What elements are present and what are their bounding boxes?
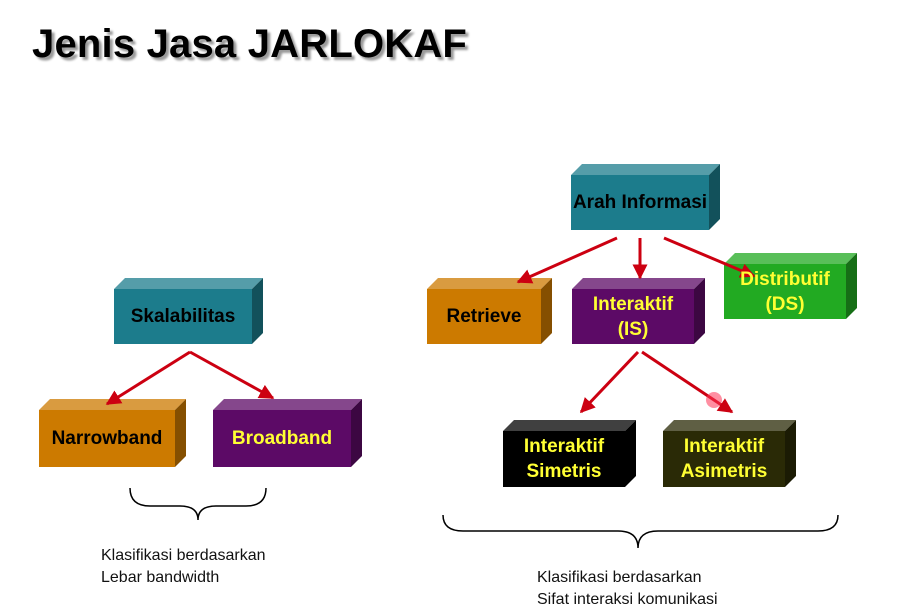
arrow-arah-retrieve	[516, 236, 618, 284]
arrow-skalabilitas-narrowband	[105, 350, 191, 406]
box-side-face	[351, 399, 362, 467]
arrow-arah-distributif	[663, 236, 756, 278]
box-front-face	[503, 431, 625, 487]
box-distributif-ds	[724, 253, 857, 319]
arrow-skalabilitas-broadband	[189, 350, 275, 400]
caption-bandwidth: Klasifikasi berdasarkan Lebar bandwidth	[101, 547, 266, 586]
box-top-face	[572, 278, 705, 289]
box-side-face	[709, 164, 720, 230]
box-front-face	[427, 289, 541, 344]
box-front-face	[571, 175, 709, 230]
node-label-skalabilitas: Skalabilitas	[130, 306, 236, 327]
box-side-face	[846, 253, 857, 319]
node-label-distributif-ds: Distributif (DS)	[740, 268, 830, 315]
box-interaktif-asimetris	[663, 420, 796, 487]
box-top-face	[663, 420, 796, 431]
box-front-face	[39, 410, 175, 467]
box-front-face	[663, 431, 785, 487]
box-top-face	[213, 399, 362, 410]
cursor-highlight	[706, 392, 722, 408]
box-side-face	[175, 399, 186, 467]
node-label-arah-informasi: Arah Informasi	[572, 192, 708, 213]
caption-interaksi: Klasifikasi berdasarkan Sifat interaksi …	[537, 569, 718, 608]
node-label-retrieve: Retrieve	[446, 306, 522, 327]
box-top-face	[724, 253, 857, 264]
node-label-interaktif-simetris: Interaktif Simetris	[523, 436, 605, 482]
box-side-face	[625, 420, 636, 487]
box-front-face	[213, 410, 351, 467]
node-label-broadband: Broadband	[231, 428, 333, 449]
page-title: Jenis Jasa JARLOKAF	[32, 22, 468, 66]
box-side-face	[694, 278, 705, 344]
node-label-interaktif-asimetris: Interaktif Asimetris	[680, 436, 768, 482]
box-interaktif-is	[572, 278, 705, 344]
box-top-face	[427, 278, 552, 289]
box-front-face	[114, 289, 252, 344]
box-side-face	[541, 278, 552, 344]
node-label-narrowband: Narrowband	[51, 428, 163, 449]
box-top-face	[114, 278, 263, 289]
box-arah-informasi	[571, 164, 720, 230]
brace-bandwidth	[129, 487, 267, 521]
box-top-face	[503, 420, 636, 431]
box-broadband	[213, 399, 362, 467]
box-top-face	[571, 164, 720, 175]
node-label-interaktif-is: Interaktif (IS)	[592, 293, 674, 340]
box-side-face	[785, 420, 796, 487]
box-skalabilitas	[114, 278, 263, 344]
box-front-face	[572, 289, 694, 344]
box-interaktif-simetris	[503, 420, 636, 487]
box-side-face	[252, 278, 263, 344]
arrow-interaktif-simetris	[579, 350, 640, 414]
brace-interaksi	[442, 514, 839, 549]
